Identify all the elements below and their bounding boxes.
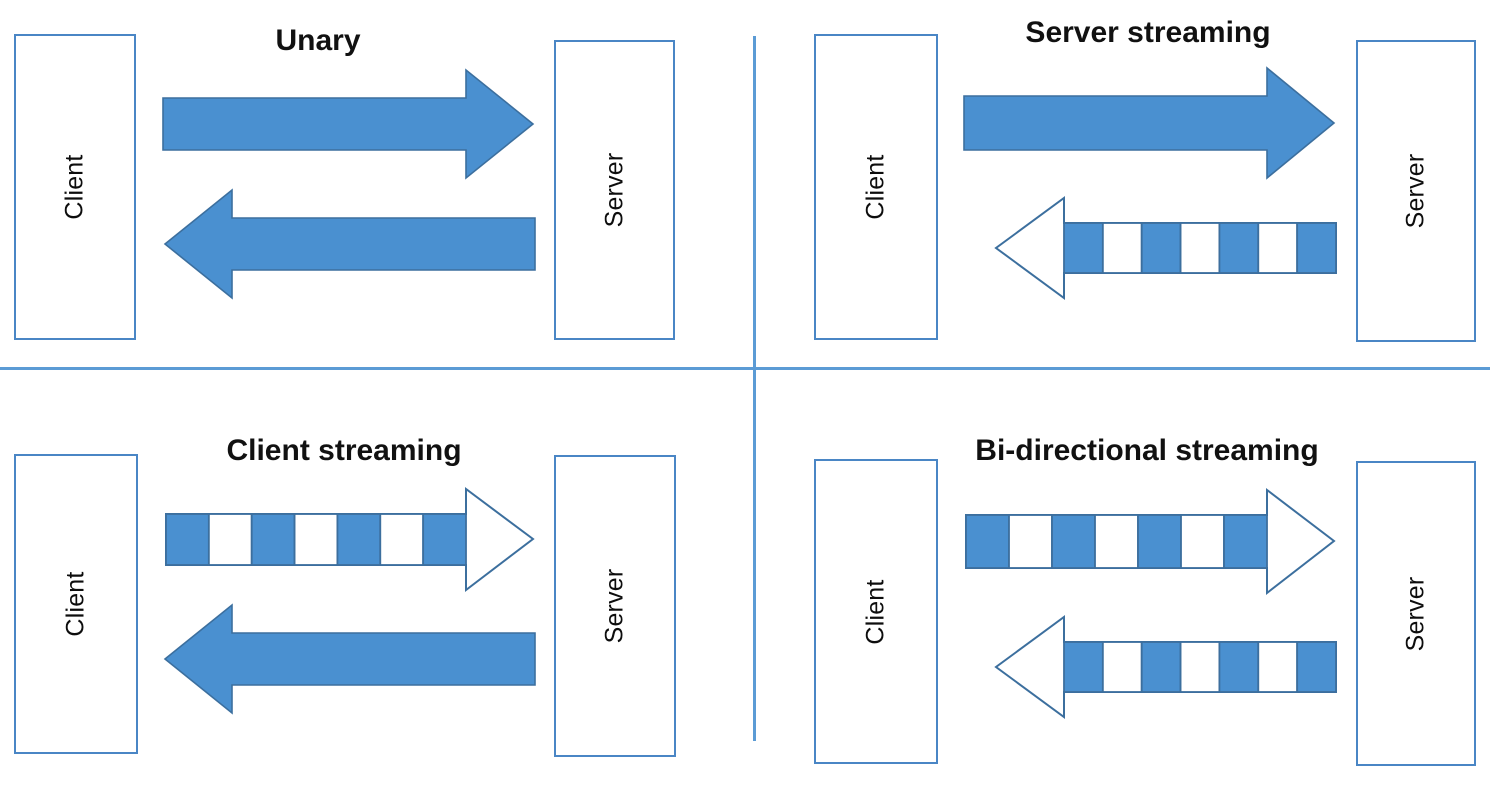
- panel-title-server-streaming: Server streaming: [1025, 16, 1271, 49]
- bidirectional-response-arrow: [994, 615, 1337, 719]
- unary-server-box: Server: [554, 40, 675, 340]
- panel-title-bidirectional-streaming: Bi-directional streaming: [975, 434, 1319, 467]
- bidirectional-request-arrow: [965, 487, 1336, 596]
- bidirectional-server-label: Server: [1401, 576, 1430, 651]
- panel-title-client-streaming: Client streaming: [226, 434, 462, 467]
- horizontal-divider: [0, 367, 1490, 370]
- client-streaming-client-box: Client: [14, 454, 138, 754]
- unary-server-label: Server: [600, 152, 628, 228]
- server-streaming-client-box: Client: [814, 34, 938, 340]
- server-streaming-client-label: Client: [861, 154, 890, 220]
- unary-request-arrow: [162, 68, 535, 180]
- bidirectional-client-label: Client: [861, 578, 890, 645]
- client-streaming-response-arrow: [163, 603, 536, 715]
- server-streaming-response-arrow: [994, 196, 1337, 300]
- server-streaming-server-box: Server: [1356, 40, 1476, 342]
- bidirectional-server-box: Server: [1356, 461, 1476, 766]
- vertical-divider: [753, 36, 756, 741]
- bidirectional-client-box: Client: [814, 459, 938, 764]
- client-streaming-server-box: Server: [554, 455, 676, 757]
- server-streaming-server-label: Server: [1401, 153, 1430, 229]
- panel-title-unary: Unary: [275, 24, 361, 57]
- client-streaming-client-label: Client: [61, 571, 90, 637]
- unary-client-box: Client: [14, 34, 136, 340]
- client-streaming-server-label: Server: [600, 568, 629, 644]
- server-streaming-request-arrow: [963, 66, 1336, 180]
- client-streaming-request-arrow: [165, 487, 535, 593]
- unary-client-label: Client: [60, 154, 89, 220]
- unary-response-arrow: [163, 188, 536, 300]
